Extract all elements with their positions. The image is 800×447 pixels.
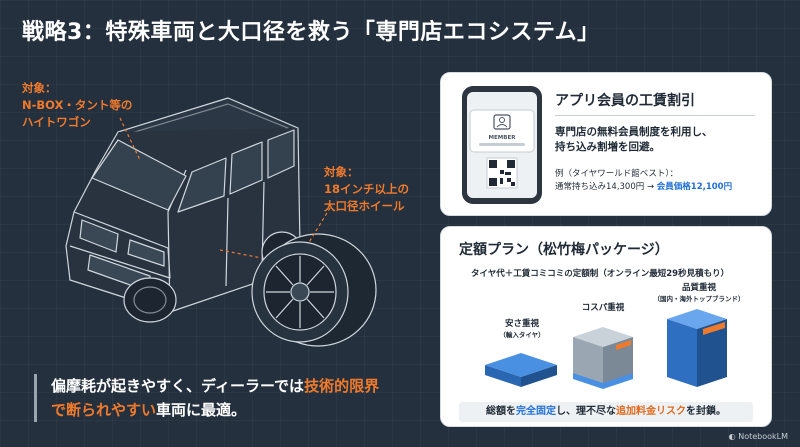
qr-code-icon — [489, 160, 515, 186]
title-body: 特殊車両と大口径を救う「専門店エコシステム」 — [105, 20, 600, 45]
plan-footer-message: 総額を完全固定し、理不尽な追加料金リスクを封鎖。 — [459, 402, 753, 422]
footer-highlight-risk: 追加料金リスク — [616, 406, 686, 417]
footer-highlight-fixed: 完全固定 — [516, 406, 556, 417]
car-wheel-illustration — [65, 97, 377, 347]
logo-icon: ◐ — [728, 432, 736, 441]
phone-icon: MEMBER — [462, 86, 542, 204]
summary-highlight-2: で断られやすい — [51, 401, 157, 419]
summary-statement: 偏摩耗が起きやすく、ディーラーでは技術的限界 で断られやすい車両に最適。 — [34, 374, 379, 422]
footer-text-2: し、理不尽な — [556, 406, 616, 417]
member-qr-card: MEMBER — [469, 109, 535, 189]
member-desc-line2: 持ち込み割増を回避。 — [555, 141, 660, 153]
member-card-label: MEMBER — [489, 135, 517, 141]
page-title: 戦略3：特殊車両と大口径を救う「専門店エコシステム」 — [22, 14, 600, 46]
phone-screen: MEMBER — [467, 92, 537, 198]
tier-name-budget: 安さ重視 — [504, 319, 539, 329]
tier-label-value: コスパ重視 — [567, 303, 639, 314]
callout-hightwagon: 対象： N-BOX・タント等の ハイトワゴン — [22, 80, 132, 131]
tier-note-quality: （国内・海外トップブランド） — [653, 295, 745, 303]
callout-wheel: 対象： 18インチ以上の 大口径ホイール — [324, 164, 409, 215]
fixed-plan-card: 定額プラン（松竹梅パッケージ） タイヤ代＋工賃コミコミの定額制（オンライン最短2… — [440, 226, 772, 427]
example-normal-price: 通常持ち込み14,300円 → — [555, 182, 657, 192]
example-member-price: 会員価格12,100円 — [656, 182, 733, 192]
divider — [555, 115, 755, 116]
tier-blocks — [485, 309, 727, 389]
title-prefix: 戦略3： — [22, 20, 106, 45]
tier-block-value — [573, 327, 633, 389]
plan-card-subtitle: タイヤ代＋工賃コミコミの定額制（オンライン最短29秒見積もり） — [471, 269, 730, 279]
tier-label-budget: 安さ重視 （輸入タイヤ） — [487, 319, 557, 341]
tier-block-quality — [667, 309, 727, 387]
member-card-description: 専門店の無料会員制度を利用し、 持ち込み割増を回避。 — [555, 125, 713, 155]
tier-name-value: コスパ重視 — [581, 303, 625, 313]
callout-wheel-line1: 対象： — [324, 165, 359, 179]
tier-name-quality: 品質重視 — [681, 283, 716, 293]
logo-text: NotebookLM — [738, 432, 788, 441]
notebooklm-logo: ◐ NotebookLM — [729, 432, 788, 441]
summary-text-1: 偏摩耗が起きやすく、ディーラーでは — [51, 377, 305, 395]
member-discount-card: MEMBER アプリ会員の工賃割引 専門店の無料会員制度を利用し、 持ち込み割増… — [440, 72, 772, 216]
summary-text-2: 車両に最適。 — [156, 401, 247, 419]
member-price-example: 例（タイヤワールド館ベスト）： 通常持ち込み14,300円 → 会員価格12,1… — [555, 168, 732, 194]
member-desc-line1: 専門店の無料会員制度を利用し、 — [555, 126, 713, 138]
tier-note-budget: （輸入タイヤ） — [499, 331, 545, 339]
example-label: 例（タイヤワールド館ベスト）： — [555, 169, 679, 179]
tier-block-budget — [485, 353, 557, 387]
footer-text-3: を封鎖。 — [686, 406, 726, 417]
plan-card-title: 定額プラン（松竹梅パッケージ） — [459, 242, 669, 258]
tier-label-quality: 品質重視 （国内・海外トップブランド） — [647, 283, 751, 305]
callout-wheel-line2: 18インチ以上の — [324, 182, 410, 196]
callout-wheel-line3: 大口径ホイール — [324, 199, 405, 213]
summary-highlight-1: 技術的限界 — [304, 377, 380, 395]
footer-text-1: 総額を — [486, 406, 516, 417]
callout-hightwagon-line1: 対象： — [22, 81, 57, 95]
member-card-title: アプリ会員の工賃割引 — [555, 93, 695, 109]
callout-hightwagon-line3: ハイトワゴン — [22, 115, 91, 129]
callout-hightwagon-line2: N-BOX・タント等の — [22, 98, 133, 112]
